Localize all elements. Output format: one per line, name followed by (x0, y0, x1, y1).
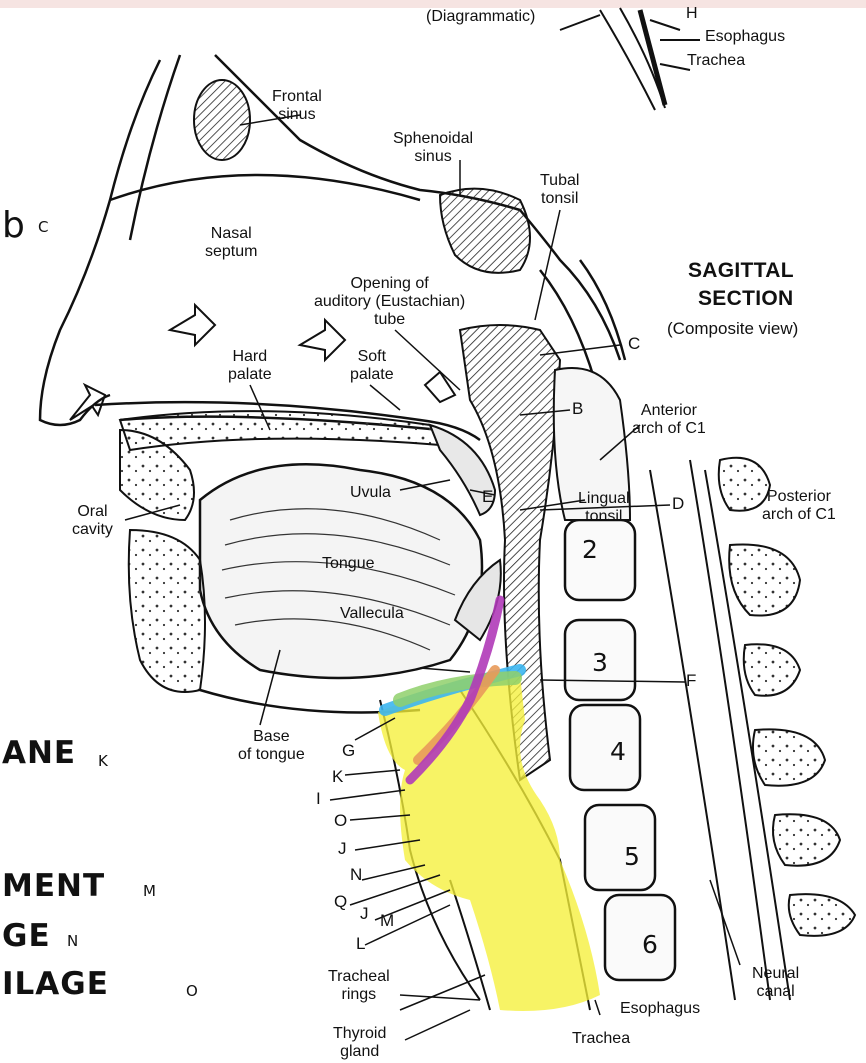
letter-m: M (380, 912, 394, 930)
opening-auditory-tube-label: Opening of auditory (Eustachian) tube (314, 275, 465, 329)
top-strip (0, 0, 866, 8)
letter-j-upper: J (338, 840, 347, 858)
sphenoidal-sinus-shape (440, 189, 530, 273)
handwritten-ge: GE (2, 918, 51, 954)
posterior-arches (719, 458, 855, 936)
vertebra-number-5: 5 (624, 842, 640, 871)
handwritten-tilage: ILAGE (2, 966, 109, 1002)
title-subtitle: (Composite view) (667, 320, 798, 338)
yellow-highlight (378, 675, 600, 1011)
letter-l: L (356, 935, 365, 953)
inset-h-label: H (686, 5, 698, 23)
inset-trachea-label: Trachea (687, 52, 745, 70)
trachea-label: Trachea (572, 1030, 630, 1048)
letter-b: B (572, 400, 583, 418)
letter-n: N (350, 866, 362, 884)
letter-q: Q (334, 893, 347, 911)
tongue-label: Tongue (322, 555, 375, 573)
handwritten-ment-m: M (143, 882, 157, 900)
letter-i: I (316, 790, 321, 808)
handwritten-ge-n: N (67, 932, 79, 950)
handwritten-tilage-o: O (186, 982, 199, 1000)
letter-o: O (334, 812, 347, 830)
vertebra-number-4: 4 (610, 737, 626, 766)
handwritten-c: C (38, 218, 49, 236)
handwritten-plane: ANE (2, 735, 76, 771)
letter-f: F (686, 672, 696, 690)
letter-k: K (332, 768, 343, 786)
letter-c: C (628, 335, 640, 353)
handwritten-b: b (2, 205, 26, 246)
frontal-sinus-shape (194, 80, 250, 160)
diagrammatic-label: (Diagrammatic) (426, 8, 535, 26)
handwritten-plane-k: K (98, 752, 109, 770)
letter-j-lower: J (360, 905, 369, 923)
letter-d: D (672, 495, 684, 513)
title-line2: SECTION (698, 286, 793, 312)
letter-e: E (482, 488, 493, 506)
esophagus-label: Esophagus (620, 1000, 700, 1018)
handwritten-ment: MENT (2, 868, 105, 904)
lips-mandible (120, 430, 205, 692)
vertebra-number-6: 6 (642, 930, 658, 959)
vertebra-number-3: 3 (592, 648, 608, 677)
letter-g: G (342, 742, 355, 760)
vallecula-label: Vallecula (340, 605, 404, 623)
vertebra-number-2: 2 (582, 535, 598, 564)
inset-esophagus-trachea (560, 8, 700, 110)
inset-esophagus-label: Esophagus (705, 28, 785, 46)
uvula-label: Uvula (350, 484, 391, 502)
title-line1: SAGITTAL (688, 258, 794, 284)
